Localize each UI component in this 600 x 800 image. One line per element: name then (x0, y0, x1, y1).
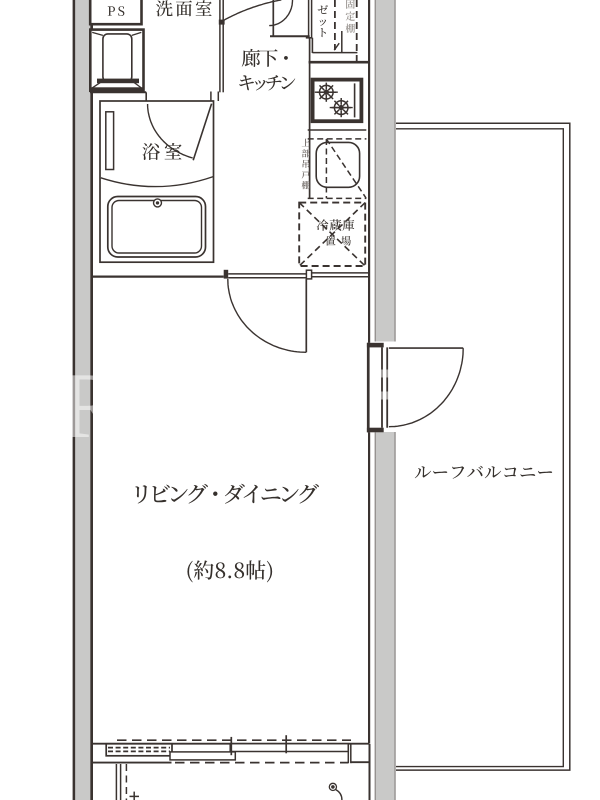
svg-text:R: R (60, 354, 123, 458)
